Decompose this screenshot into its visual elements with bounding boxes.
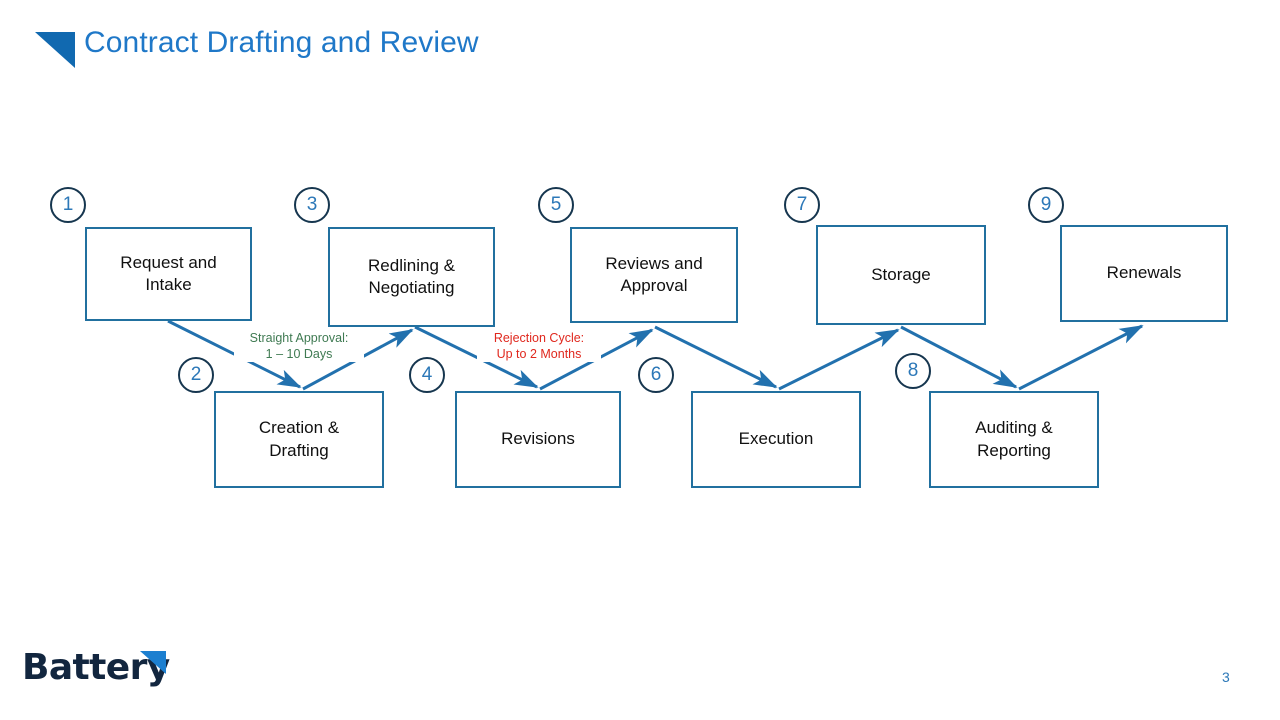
node-label-line1: Storage <box>871 264 931 284</box>
node-label-line1: Redlining & <box>368 255 455 275</box>
step-badge-3: 3 <box>294 187 330 223</box>
brand-triangle-icon <box>140 651 166 674</box>
node-label-line1: Auditing & <box>975 418 1053 438</box>
node-reviews-and-approval[interactable]: Reviews and Approval <box>570 227 738 323</box>
node-label: Creation & Drafting <box>253 417 345 462</box>
node-execution[interactable]: Execution <box>691 391 861 488</box>
step-badge-3-label: 3 <box>306 194 318 215</box>
step-badge-2: 2 <box>178 357 214 393</box>
node-label: Execution <box>733 428 820 450</box>
node-revisions[interactable]: Revisions <box>455 391 621 488</box>
node-label: Storage <box>865 264 937 286</box>
arrow-6-to-7 <box>778 328 900 391</box>
node-request-and-intake[interactable]: Request and Intake <box>85 227 252 321</box>
node-label: Revisions <box>495 428 581 450</box>
node-label-line1: Request and <box>120 252 217 272</box>
step-badge-6: 6 <box>638 357 674 393</box>
node-renewals[interactable]: Renewals <box>1060 225 1228 322</box>
title-triangle-icon <box>35 32 75 68</box>
node-label-line2: Negotiating <box>368 278 455 297</box>
node-label-line2: Reporting <box>977 440 1051 460</box>
node-label: Request and Intake <box>114 252 222 297</box>
slide-header: Contract Drafting and Review <box>0 0 1280 95</box>
step-badge-2-label: 2 <box>190 364 202 385</box>
node-label: Renewals <box>1101 262 1188 284</box>
step-badge-1: 1 <box>50 187 86 223</box>
node-label-line1: Reviews and <box>605 253 703 273</box>
annotation-rejection-cycle: Rejection Cycle: Up to 2 Months <box>477 330 601 362</box>
step-badge-8: 8 <box>895 353 931 389</box>
node-label: Reviews and Approval <box>599 253 708 298</box>
arrow-8-to-9 <box>1018 324 1144 391</box>
node-label-line1: Creation & <box>258 418 340 438</box>
brand-logo: Battery <box>22 645 172 690</box>
node-auditing-and-reporting[interactable]: Auditing & Reporting <box>929 391 1099 488</box>
node-label-line1: Revisions <box>501 429 575 449</box>
node-label: Redlining & Negotiating <box>362 255 461 300</box>
step-badge-7-label: 7 <box>796 194 808 215</box>
node-label-line2: Drafting <box>269 440 329 460</box>
step-badge-9: 9 <box>1028 187 1064 223</box>
slide-number: 3 <box>1222 669 1230 685</box>
annotation-straight-approval: Straight Approval: 1 – 10 Days <box>234 330 364 362</box>
step-badge-7: 7 <box>784 187 820 223</box>
node-label-line2: Approval <box>620 276 688 295</box>
annotation-line1: Straight Approval: <box>249 331 349 345</box>
node-storage[interactable]: Storage <box>816 225 986 325</box>
step-badge-5-label: 5 <box>550 194 562 215</box>
step-badge-8-label: 8 <box>907 360 919 381</box>
step-badge-4-label: 4 <box>421 364 433 385</box>
node-redlining-and-negotiating[interactable]: Redlining & Negotiating <box>328 227 495 327</box>
node-label-line1: Execution <box>738 429 814 449</box>
step-badge-6-label: 6 <box>650 364 662 385</box>
node-label-line2: Intake <box>145 275 192 294</box>
step-badge-9-label: 9 <box>1040 194 1052 215</box>
node-label: Auditing & Reporting <box>969 417 1059 462</box>
step-badge-5: 5 <box>538 187 574 223</box>
step-badge-1-label: 1 <box>62 194 74 215</box>
annotation-line2: Up to 2 Months <box>496 347 582 361</box>
annotation-line2: 1 – 10 Days <box>265 347 333 361</box>
node-creation-and-drafting[interactable]: Creation & Drafting <box>214 391 384 488</box>
annotation-line1: Rejection Cycle: <box>493 331 585 345</box>
page-title: Contract Drafting and Review <box>84 26 479 59</box>
step-badge-4: 4 <box>409 357 445 393</box>
node-label-line1: Renewals <box>1106 263 1182 283</box>
